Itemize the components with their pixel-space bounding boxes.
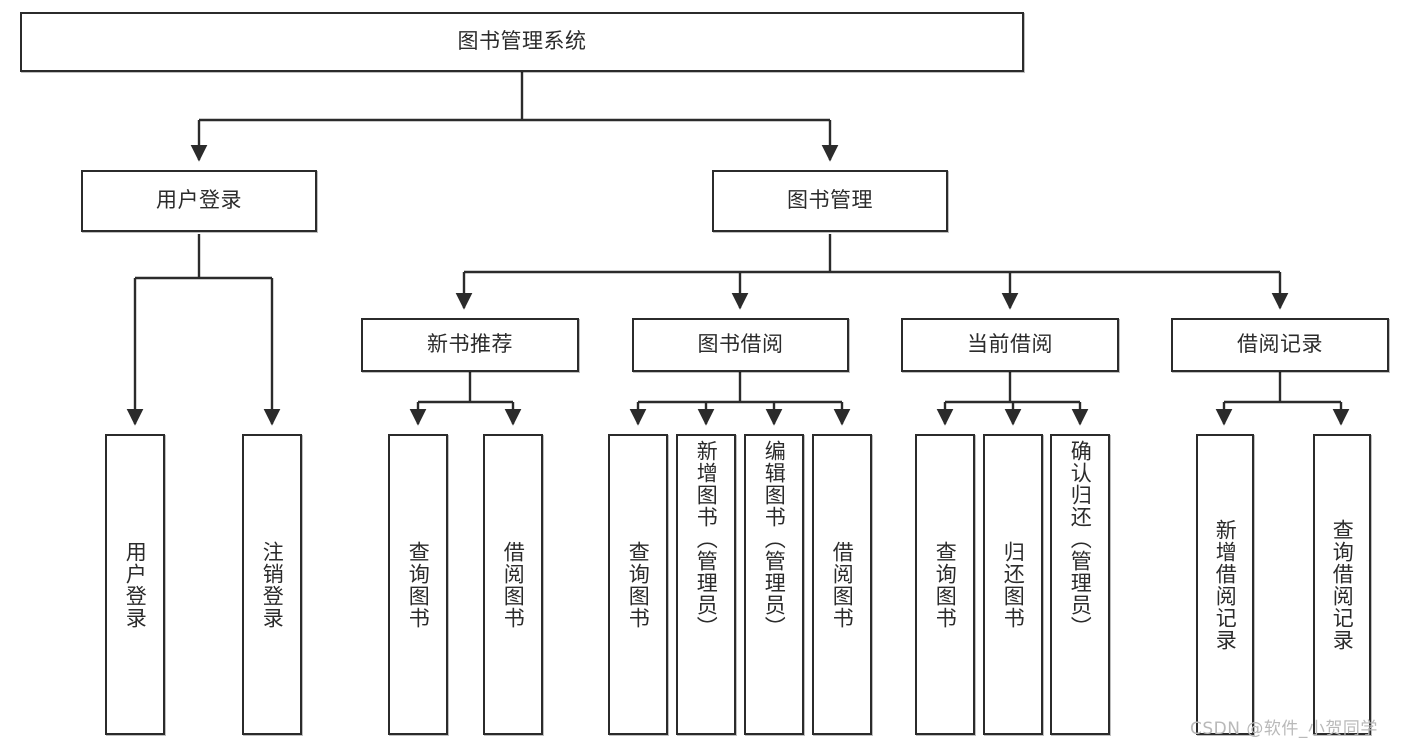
node-leaf-query-book-2[interactable]: 查询图书 bbox=[608, 434, 668, 735]
node-book-mgmt[interactable]: 图书管理 bbox=[712, 170, 948, 232]
node-leaf-borrow-book-2-label: 借阅图书 bbox=[830, 540, 855, 629]
node-new-book-rec-label: 新书推荐 bbox=[427, 332, 513, 357]
node-leaf-edit-book[interactable]: 编辑图书（管理员） bbox=[744, 434, 804, 735]
node-leaf-logout-label: 注销登录 bbox=[260, 540, 285, 629]
node-leaf-query-record[interactable]: 查询借阅记录 bbox=[1313, 434, 1371, 735]
node-user-login-label: 用户登录 bbox=[156, 188, 242, 213]
node-leaf-return-book[interactable]: 归还图书 bbox=[983, 434, 1043, 735]
node-current-borrow[interactable]: 当前借阅 bbox=[901, 318, 1119, 372]
node-leaf-borrow-book-2[interactable]: 借阅图书 bbox=[812, 434, 872, 735]
node-leaf-query-book-1-label: 查询图书 bbox=[406, 540, 431, 629]
node-leaf-query-book-3[interactable]: 查询图书 bbox=[915, 434, 975, 735]
node-book-borrow-label: 图书借阅 bbox=[697, 332, 784, 357]
node-leaf-borrow-book-1-label: 借阅图书 bbox=[501, 540, 526, 629]
node-leaf-borrow-book-1[interactable]: 借阅图书 bbox=[483, 434, 543, 735]
node-leaf-edit-book-label: 编辑图书（管理员） bbox=[762, 440, 787, 638]
watermark: CSDN @软件_小贺同学 bbox=[1190, 719, 1378, 739]
node-borrow-record-label: 借阅记录 bbox=[1237, 332, 1323, 357]
node-leaf-add-book[interactable]: 新增图书（管理员） bbox=[676, 434, 736, 735]
node-leaf-query-book-3-label: 查询图书 bbox=[933, 540, 958, 629]
node-leaf-user-login[interactable]: 用户登录 bbox=[105, 434, 165, 735]
node-leaf-user-login-label: 用户登录 bbox=[123, 540, 148, 629]
node-borrow-record[interactable]: 借阅记录 bbox=[1171, 318, 1389, 372]
node-leaf-logout[interactable]: 注销登录 bbox=[242, 434, 302, 735]
node-root-label: 图书管理系统 bbox=[457, 29, 587, 54]
node-leaf-query-record-label: 查询借阅记录 bbox=[1330, 518, 1355, 651]
node-leaf-return-book-label: 归还图书 bbox=[1001, 540, 1026, 629]
node-root[interactable]: 图书管理系统 bbox=[20, 12, 1024, 72]
node-leaf-query-book-1[interactable]: 查询图书 bbox=[388, 434, 448, 735]
node-leaf-confirm-return[interactable]: 确认归还（管理员） bbox=[1050, 434, 1110, 735]
node-leaf-query-book-2-label: 查询图书 bbox=[626, 540, 651, 629]
node-book-borrow[interactable]: 图书借阅 bbox=[632, 318, 849, 372]
node-leaf-add-book-label: 新增图书（管理员） bbox=[694, 440, 719, 638]
node-leaf-confirm-return-label: 确认归还（管理员） bbox=[1068, 440, 1093, 638]
node-book-mgmt-label: 图书管理 bbox=[787, 188, 873, 213]
node-current-borrow-label: 当前借阅 bbox=[967, 332, 1053, 357]
node-user-login[interactable]: 用户登录 bbox=[81, 170, 317, 232]
node-leaf-add-record[interactable]: 新增借阅记录 bbox=[1196, 434, 1254, 735]
node-new-book-rec[interactable]: 新书推荐 bbox=[361, 318, 579, 372]
node-leaf-add-record-label: 新增借阅记录 bbox=[1213, 518, 1238, 651]
